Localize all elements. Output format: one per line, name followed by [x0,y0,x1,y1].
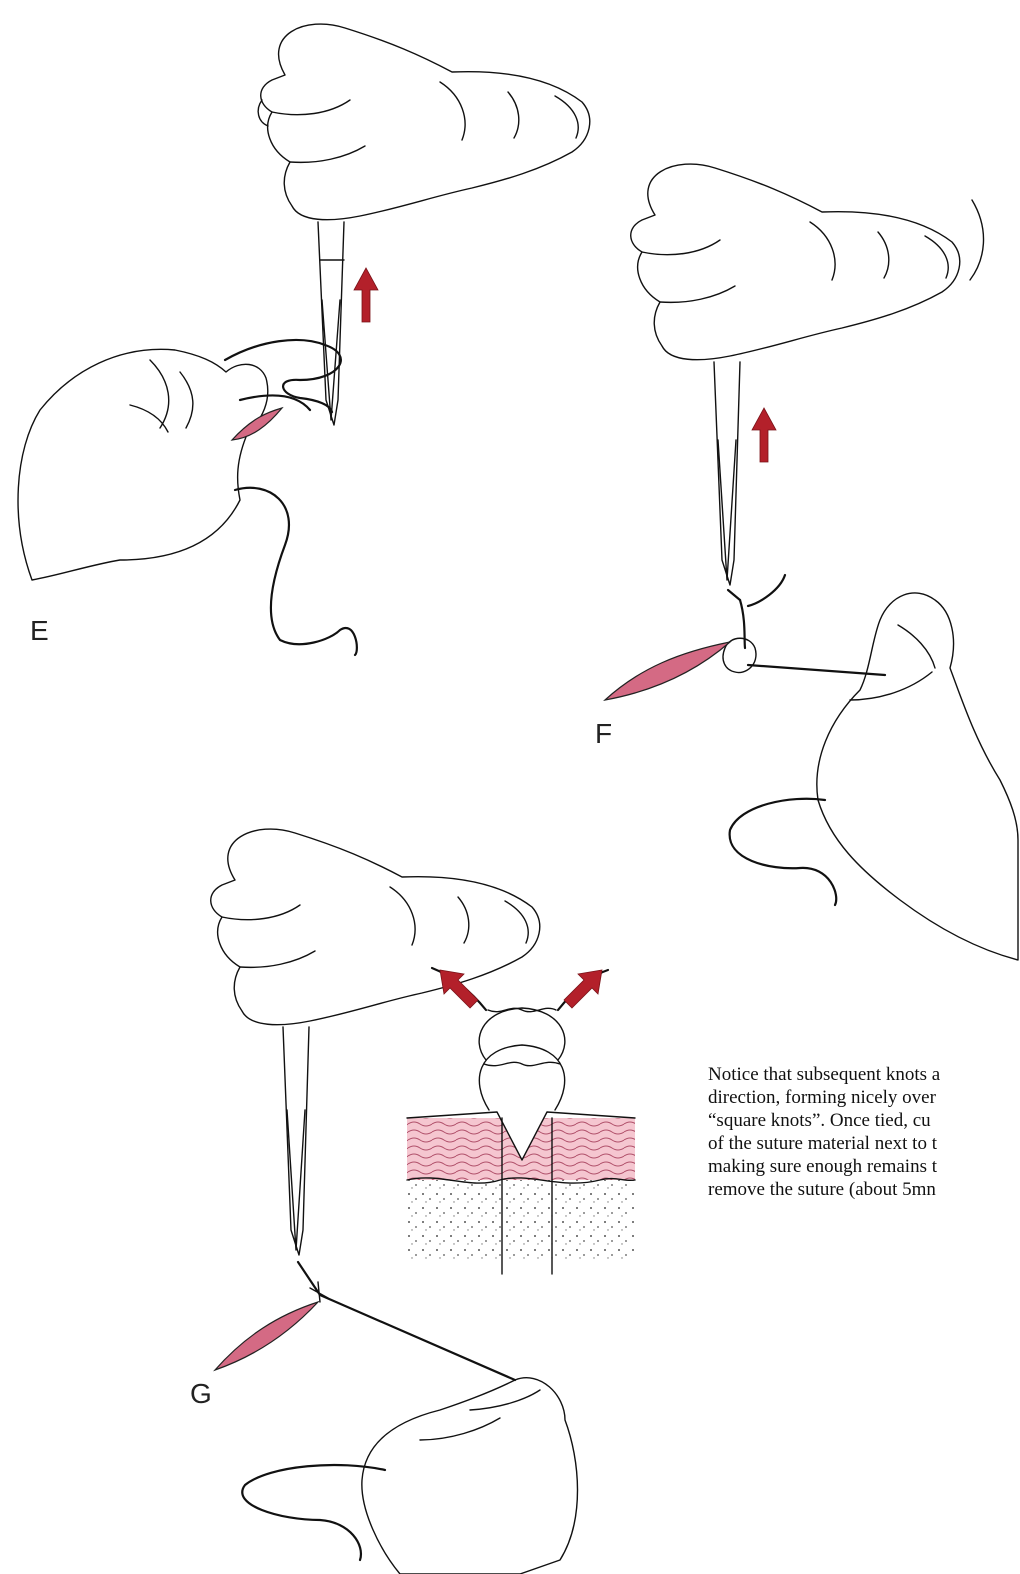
pull-arrow-icon [564,970,602,1008]
caption-line: “square knots”. Once tied, cu [708,1109,1020,1132]
pull-arrow-icon [354,268,378,322]
thread-icon [298,1262,320,1295]
caption-text: Notice that subsequent knots a direction… [708,1063,1020,1201]
hand-holding-forceps-icon [211,829,540,1025]
hand-holding-thread-icon [18,349,268,580]
panel-label-g: G [190,1380,212,1408]
forceps-icon [714,362,740,585]
hand-holding-forceps-icon [631,164,984,360]
hand-holding-forceps-icon [258,24,590,220]
panel-e [18,24,590,655]
panel-label-f: F [595,720,612,748]
caption-line: of the suture material next to t [708,1132,1020,1155]
wound-icon [215,1302,318,1370]
pull-arrow-icon [440,970,478,1008]
hand-holding-thread-icon [817,593,1018,960]
wound-icon [605,642,730,700]
wound-icon [232,408,282,440]
caption-line: Notice that subsequent knots a [708,1063,1020,1086]
panel-label-e: E [30,617,49,645]
forceps-icon [318,222,344,425]
skin-cross-section-icon [407,968,635,1274]
forceps-icon [283,1027,309,1255]
caption-line: making sure enough remains t [708,1155,1020,1178]
pull-arrow-icon [752,408,776,462]
panel-f [605,164,1018,960]
caption-line: direction, forming nicely over [708,1086,1020,1109]
caption-line: remove the suture (about 5mn [708,1178,1020,1201]
hand-holding-thread-icon [362,1378,578,1574]
thread-icon [728,590,740,600]
